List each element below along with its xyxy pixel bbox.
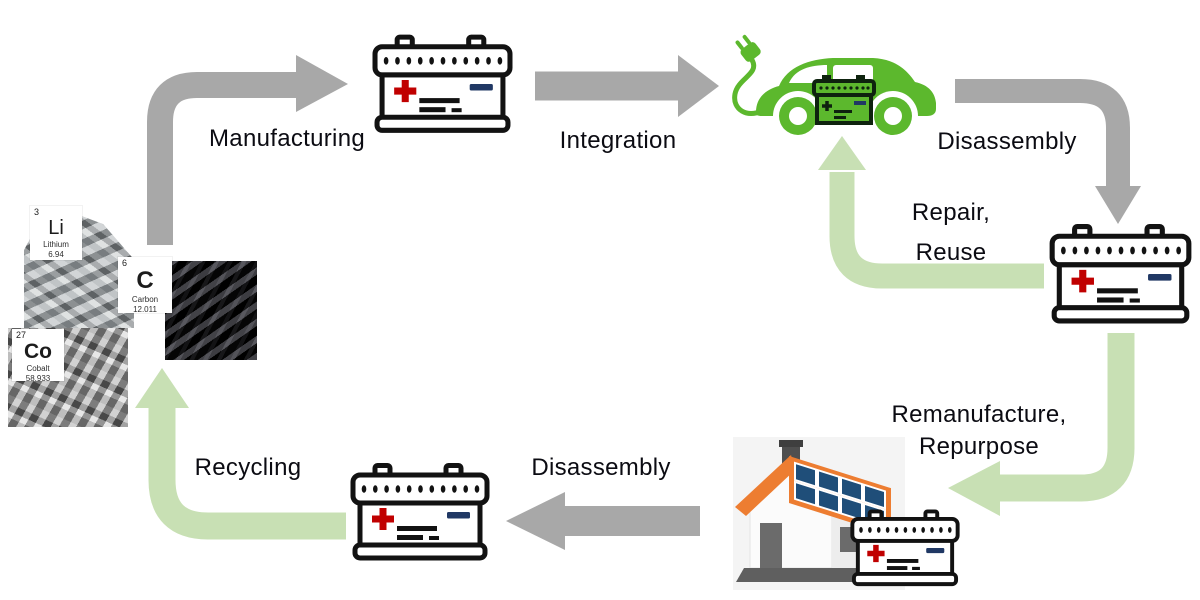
disassembly-top-label: Disassembly — [937, 128, 1077, 155]
element-tile-carbon: 6 C Carbon 12.011 — [118, 257, 172, 314]
remanufacture-line: Remanufacture, — [891, 401, 1067, 428]
disassembly-bottom-arrow — [506, 492, 700, 550]
atomic-mass: 6.94 — [48, 250, 64, 259]
manufacturing-arrow — [147, 55, 348, 245]
car-battery-icon-house — [850, 506, 960, 590]
integration-label: Integration — [559, 127, 677, 154]
element-tile-cobalt: 27 Co Cobalt 58.933 — [12, 329, 64, 383]
reuse-line: Reuse — [915, 238, 987, 266]
element-symbol: C — [136, 267, 154, 294]
disassembly-bottom-label: Disassembly — [531, 454, 671, 481]
atomic-mass: 58.933 — [25, 374, 51, 383]
element-name: Lithium — [43, 240, 69, 249]
carbon-graphite-photo — [165, 261, 257, 360]
repair-reuse-label: Repair, Reuse — [851, 197, 1051, 268]
atomic-number: 3 — [34, 207, 40, 217]
manufacturing-label: Manufacturing — [209, 125, 365, 152]
repair-line: Repair, — [911, 199, 991, 226]
repair-reuse-arrow — [818, 136, 1044, 289]
element-tile-lithium: 3 Li Lithium 6.94 — [30, 206, 82, 260]
atomic-number: 6 — [122, 258, 128, 268]
element-symbol: Co — [24, 340, 52, 363]
car-battery-icon-right — [1048, 223, 1193, 325]
repurpose-line: Repurpose — [918, 432, 1040, 460]
car-battery-icon-top — [372, 33, 513, 135]
integration-arrow — [535, 55, 719, 117]
car-battery-icon-bottom — [350, 458, 490, 566]
remanufacture-repurpose-label: Remanufacture, Repurpose — [854, 399, 1104, 462]
remanufacture-repurpose-arrow — [948, 333, 1135, 516]
element-symbol: Li — [48, 217, 64, 239]
recycling-label: Recycling — [194, 454, 302, 481]
atomic-mass: 12.011 — [133, 305, 157, 314]
atomic-number: 27 — [16, 330, 27, 340]
recycling-arrow — [135, 368, 346, 540]
element-name: Carbon — [131, 295, 159, 304]
disassembly-top-arrow — [955, 79, 1141, 224]
element-name: Cobalt — [26, 364, 50, 373]
